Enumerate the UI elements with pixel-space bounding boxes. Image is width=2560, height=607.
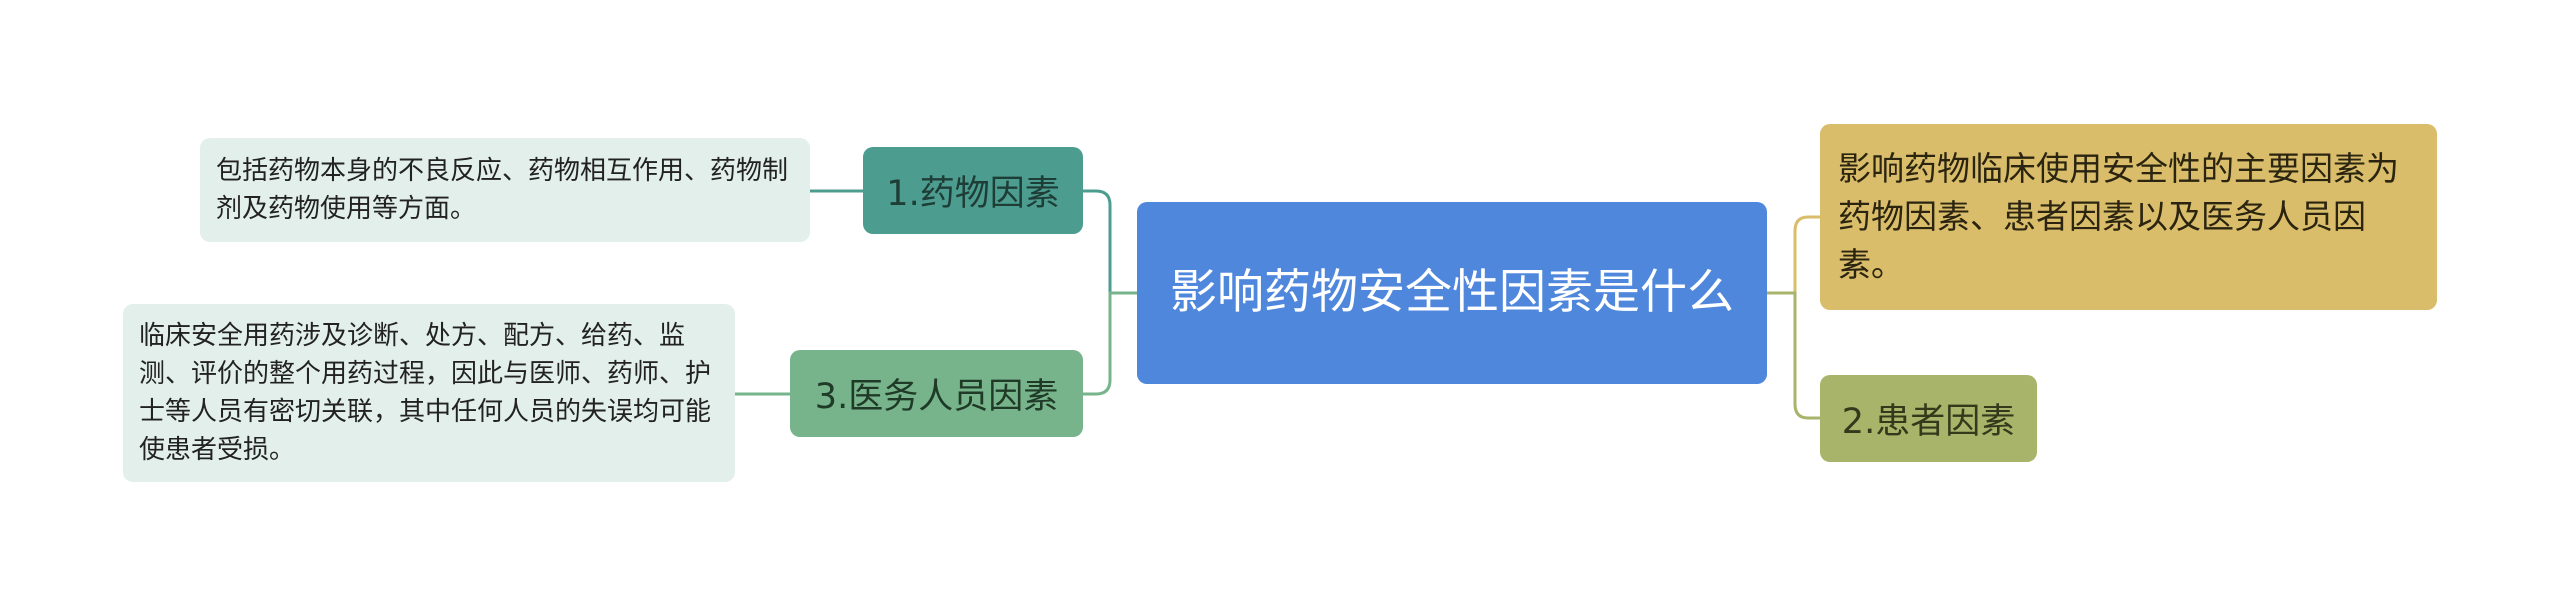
detail-drug-factors[interactable]: 包括药物本身的不良反应、药物相互作用、药物制剂及药物使用等方面。 [200, 138, 810, 242]
branch-medical-staff-factors-label: 3.医务人员因素 [814, 377, 1059, 417]
branch-medical-staff-factors[interactable]: 3.医务人员因素 [790, 350, 1083, 437]
branch-patient-factors-label: 2.患者因素 [1841, 402, 2016, 442]
detail-drug-factors-text: 包括药物本身的不良反应、药物相互作用、药物制剂及药物使用等方面。 [216, 156, 789, 224]
detail-medical-staff-factors-text: 临床安全用药涉及诊断、处方、配方、给药、监测、评价的整个用药过程，因此与医师、药… [139, 321, 712, 465]
root-topic[interactable]: 影响药物安全性因素是什么 [1137, 202, 1767, 384]
connector-root-branch1 [1083, 189, 1137, 295]
connector-root-summary [1767, 215, 1820, 295]
connector-root-branch3 [1083, 291, 1137, 396]
summary-node-text: 影响药物临床使用安全性的主要因素为药物因素、患者因素以及医务人员因素。 [1838, 149, 2399, 284]
summary-node[interactable]: 影响药物临床使用安全性的主要因素为药物因素、患者因素以及医务人员因素。 [1820, 124, 2437, 310]
branch-drug-factors-label: 1.药物因素 [886, 174, 1060, 214]
branch-drug-factors[interactable]: 1.药物因素 [863, 147, 1083, 234]
root-topic-label: 影响药物安全性因素是什么 [1170, 265, 1734, 320]
detail-medical-staff-factors[interactable]: 临床安全用药涉及诊断、处方、配方、给药、监测、评价的整个用药过程，因此与医师、药… [123, 304, 735, 482]
branch-patient-factors[interactable]: 2.患者因素 [1820, 375, 2037, 462]
connector-root-branch2 [1767, 291, 1820, 420]
